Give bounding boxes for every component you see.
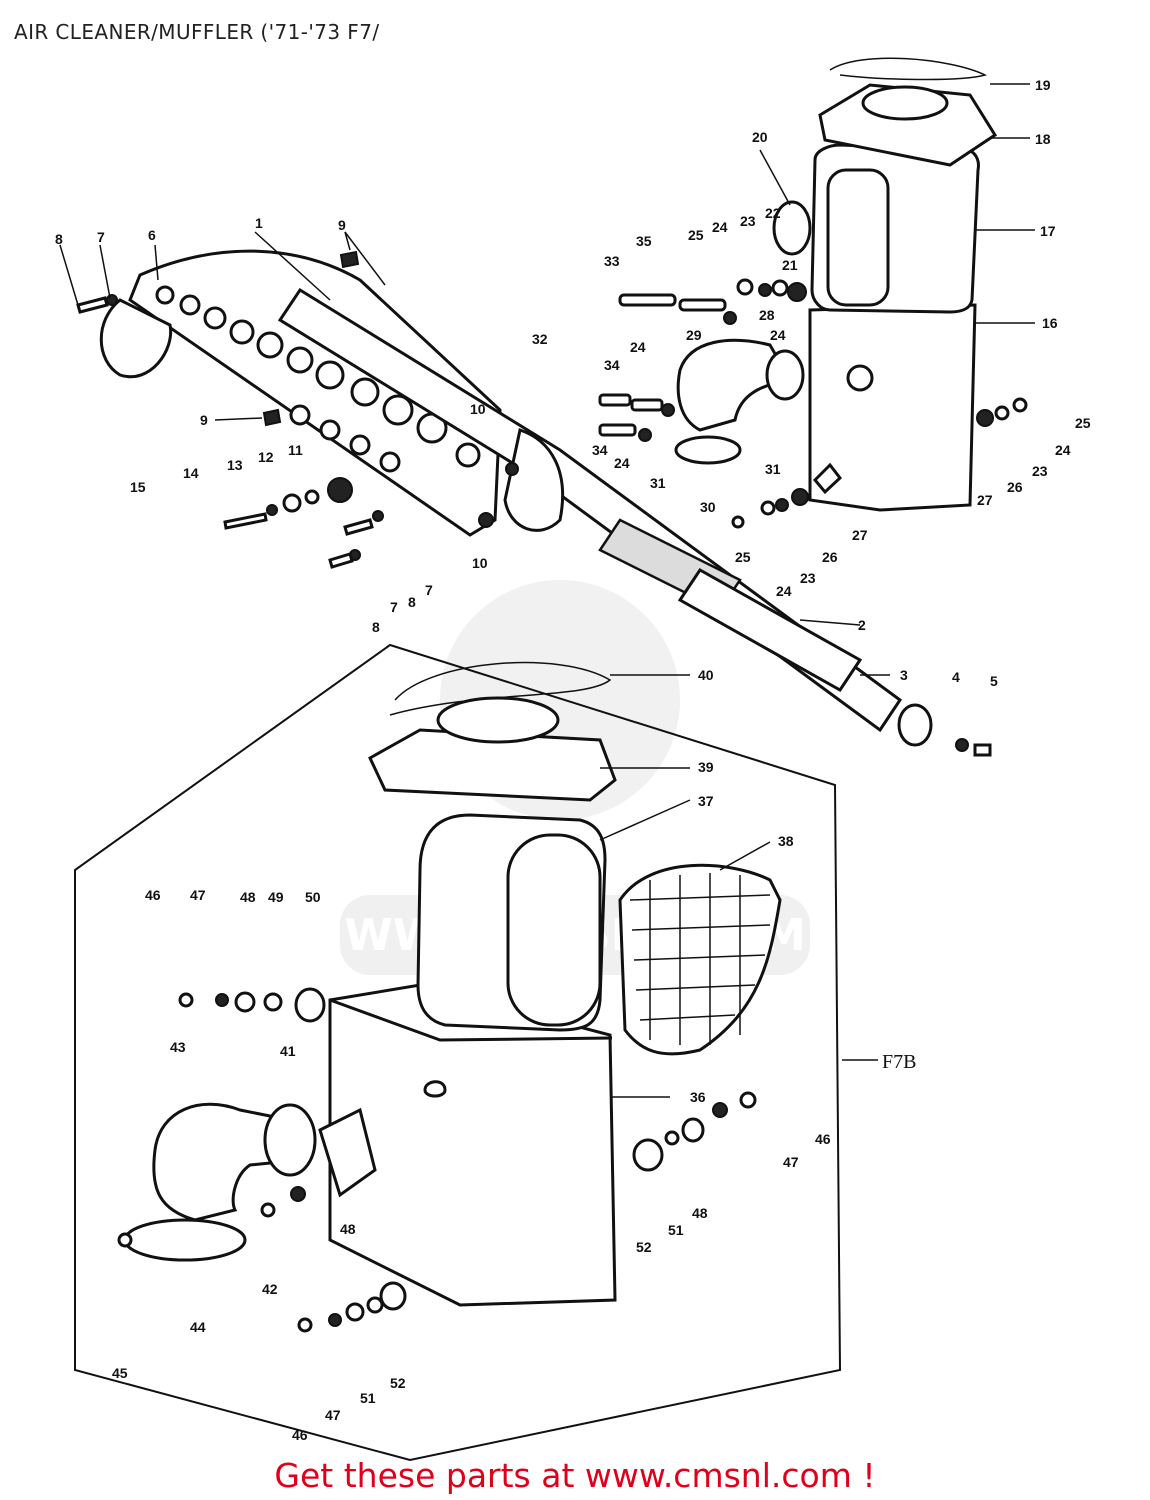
callout-25b: 25 (1075, 415, 1091, 431)
callout-5: 5 (990, 673, 998, 689)
callout-36: 36 (690, 1089, 706, 1105)
callout-51a: 51 (668, 1222, 684, 1238)
callout-50: 50 (305, 889, 321, 905)
callout-31b: 31 (650, 475, 666, 491)
callout-34b: 34 (592, 442, 608, 458)
footer-link-text[interactable]: Get these parts at www.cmsnl.com ! (274, 1456, 876, 1495)
callout-45: 45 (112, 1365, 128, 1381)
callout-48a: 48 (240, 889, 256, 905)
callout-10b: 10 (472, 555, 488, 571)
callout-25a: 25 (688, 227, 704, 243)
callout-9b: 9 (200, 412, 208, 428)
callout-14: 14 (183, 465, 199, 481)
callout-7b: 7 (425, 582, 433, 598)
leader-lines (59, 83, 1035, 1098)
group-label-f7b: F7B (882, 1051, 916, 1073)
callout-46c: 46 (292, 1427, 308, 1443)
callout-labels: 1 2 3 4 5 6 7 7 7 8 8 8 9 9 10 10 11 12 … (55, 77, 1091, 1443)
callout-27a: 27 (977, 492, 993, 508)
callout-8a: 8 (55, 231, 63, 247)
callout-34a: 34 (604, 357, 620, 373)
callout-43: 43 (170, 1039, 186, 1055)
callout-28: 28 (759, 307, 775, 323)
callout-7c: 7 (390, 599, 398, 615)
callout-47c: 47 (325, 1407, 341, 1423)
callout-25c: 25 (735, 549, 751, 565)
callout-29: 29 (686, 327, 702, 343)
callout-4: 4 (952, 669, 960, 685)
callout-46b: 46 (815, 1131, 831, 1147)
upper-air-cleaner (772, 57, 998, 512)
callout-23a: 23 (740, 213, 756, 229)
callout-48c: 48 (340, 1221, 356, 1237)
callout-16: 16 (1042, 315, 1058, 331)
callout-21: 21 (782, 257, 798, 273)
diagram-title: AIR CLEANER/MUFFLER ('71-'73 F7/ (14, 20, 380, 44)
callout-30: 30 (700, 499, 716, 515)
callout-47a: 47 (190, 887, 206, 903)
callout-26a: 26 (1007, 479, 1023, 495)
callout-9a: 9 (338, 217, 346, 233)
callout-20: 20 (752, 129, 768, 145)
callout-12: 12 (258, 449, 274, 465)
callout-7a: 7 (97, 229, 105, 245)
callout-2: 2 (858, 617, 866, 633)
callout-42: 42 (262, 1281, 278, 1297)
callout-6: 6 (148, 227, 156, 243)
callout-52b: 52 (390, 1375, 406, 1391)
elbow-assembly (674, 338, 805, 465)
callout-19: 19 (1035, 77, 1051, 93)
callout-38: 38 (778, 833, 794, 849)
callout-24e: 24 (1055, 442, 1071, 458)
callout-18: 18 (1035, 131, 1051, 147)
lower-air-cleaner (117, 661, 782, 1333)
callout-44: 44 (190, 1319, 206, 1335)
upper-hardware (76, 250, 1028, 757)
callout-33: 33 (604, 253, 620, 269)
callout-24d: 24 (614, 455, 630, 471)
callout-41: 41 (280, 1043, 296, 1059)
callout-13: 13 (227, 457, 243, 473)
callout-24a: 24 (712, 219, 728, 235)
callout-39: 39 (698, 759, 714, 775)
callout-15: 15 (130, 479, 146, 495)
callout-24b: 24 (770, 327, 786, 343)
callout-52a: 52 (636, 1239, 652, 1255)
f7b-group-outline (74, 643, 842, 1462)
callout-46a: 46 (145, 887, 161, 903)
callout-47b: 47 (783, 1154, 799, 1170)
callout-32: 32 (532, 331, 548, 347)
callout-8c: 8 (372, 619, 380, 635)
callout-3: 3 (900, 667, 908, 683)
callout-8b: 8 (408, 594, 416, 610)
callout-48b: 48 (692, 1205, 708, 1221)
callout-23c: 23 (800, 570, 816, 586)
callout-27b: 27 (852, 527, 868, 543)
callout-40: 40 (698, 667, 714, 683)
callout-11: 11 (288, 442, 303, 458)
callout-24c: 24 (630, 339, 646, 355)
callout-51b: 51 (360, 1390, 376, 1406)
callout-31a: 31 (765, 461, 781, 477)
callout-49: 49 (268, 889, 284, 905)
callout-10a: 10 (470, 401, 486, 417)
callout-1: 1 (255, 215, 263, 231)
muffler-tube (277, 287, 933, 747)
callout-24f: 24 (776, 583, 792, 599)
callout-35: 35 (636, 233, 652, 249)
callout-37: 37 (698, 793, 714, 809)
callout-23b: 23 (1032, 463, 1048, 479)
callout-22: 22 (765, 205, 781, 221)
callout-17: 17 (1040, 223, 1056, 239)
callout-26b: 26 (822, 549, 838, 565)
frame-bracket (99, 249, 502, 537)
